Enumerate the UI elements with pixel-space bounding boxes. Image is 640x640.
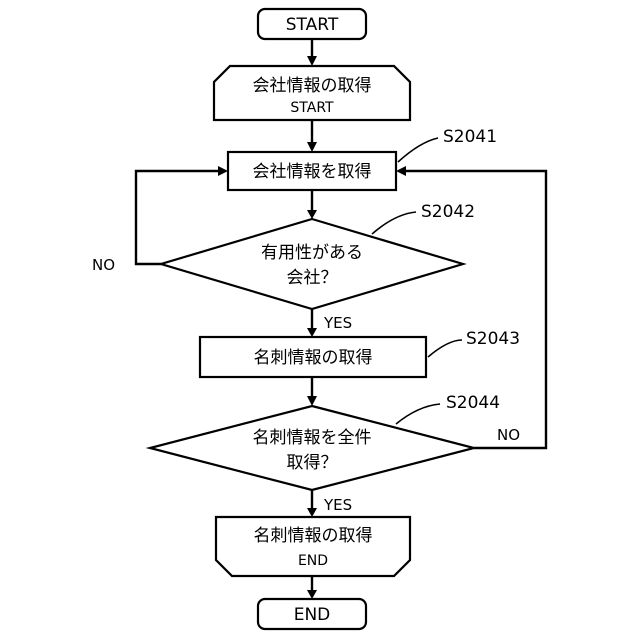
decision2-yes-label: YES — [323, 496, 352, 514]
arrowhead — [307, 396, 317, 406]
decision2-no-label: NO — [497, 426, 520, 444]
start-terminal-label: START — [286, 15, 339, 35]
arrowhead — [396, 166, 406, 176]
get-company-info-process: 会社情報を取得 — [228, 152, 396, 190]
loop-end-label: 名刺情報の取得 — [254, 526, 373, 546]
all-cards-line2: 取得？ — [287, 453, 338, 473]
loop-end-sublabel: END — [298, 553, 328, 569]
loop-start-block: 会社情報の取得 START — [214, 66, 410, 120]
loop-end-block: 名刺情報の取得 END — [216, 517, 410, 576]
decision1-yes-label: YES — [323, 314, 352, 332]
end-terminal-label: END — [294, 605, 331, 625]
step-leader-s2043 — [428, 340, 462, 357]
step-leader-s2041 — [398, 138, 438, 162]
all-cards-decision: 名刺情報を全件 取得？ — [150, 406, 474, 490]
arrowhead — [307, 590, 317, 599]
arrowhead — [307, 142, 317, 152]
get-card-info-label: 名刺情報の取得 — [254, 348, 373, 368]
decision1-no-label: NO — [92, 256, 115, 274]
useful-company-line1: 有用性がある — [261, 243, 363, 263]
step-label-s2044: S2044 — [446, 393, 500, 413]
useful-company-line2: 会社？ — [287, 268, 338, 288]
get-card-info-process: 名刺情報の取得 — [200, 337, 426, 377]
arrowhead — [307, 210, 317, 219]
arrowhead — [218, 166, 228, 176]
step-label-s2043: S2043 — [466, 329, 520, 349]
step-label-s2042: S2042 — [421, 202, 475, 222]
arrowhead — [307, 328, 317, 337]
step-leader-s2042 — [372, 212, 416, 234]
loop-start-label: 会社情報の取得 — [253, 76, 372, 96]
all-cards-line1: 名刺情報を全件 — [253, 428, 372, 448]
get-company-info-label: 会社情報を取得 — [253, 162, 372, 182]
useful-company-decision: 有用性がある 会社？ — [161, 219, 463, 309]
arrowhead — [307, 508, 317, 517]
loop-start-sublabel: START — [290, 100, 334, 116]
step-label-s2041: S2041 — [443, 127, 497, 147]
end-terminal: END — [258, 599, 366, 629]
arrowhead — [307, 56, 317, 66]
step-leader-s2044 — [396, 404, 440, 424]
start-terminal: START — [258, 9, 366, 39]
